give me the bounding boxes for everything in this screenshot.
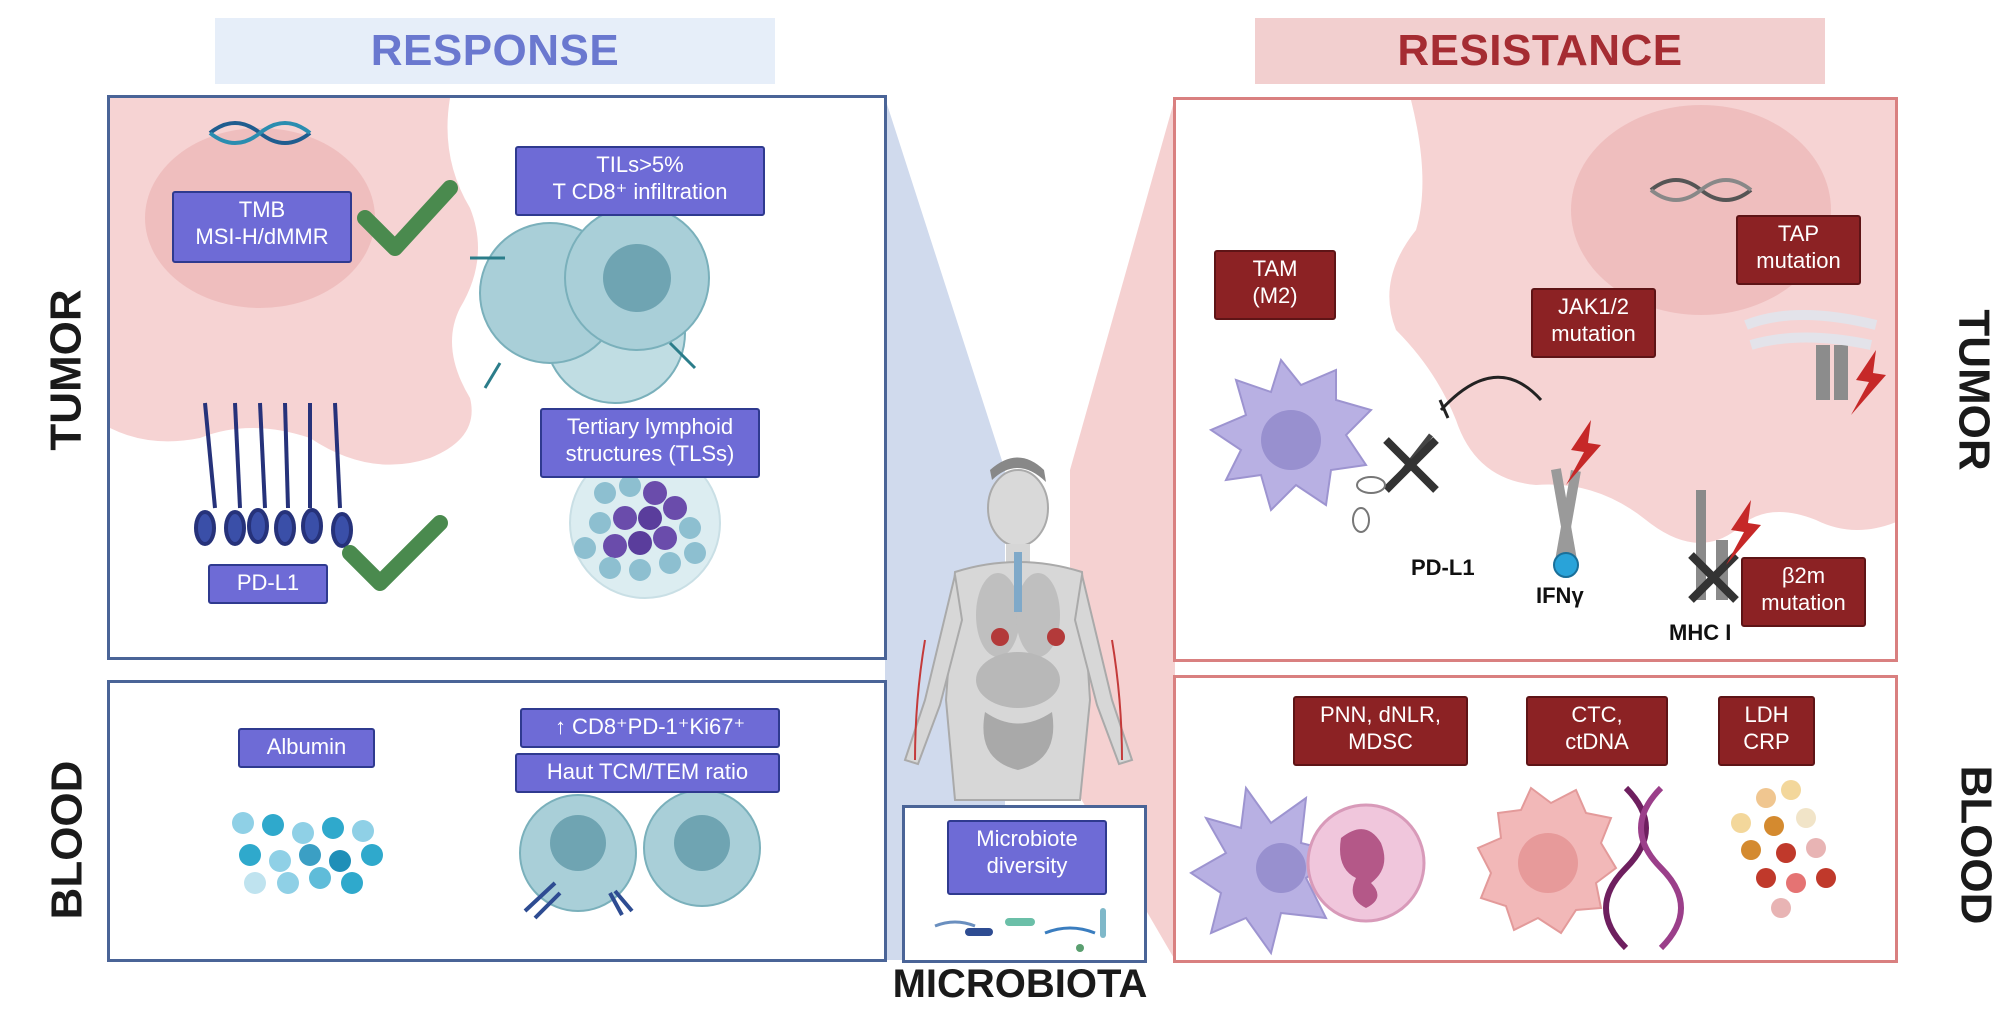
b2m-mutation-label: mutation xyxy=(1761,590,1846,615)
resistance-biomarkers-header: RESISTANCE BIOMARKERS xyxy=(1255,18,1825,141)
receptor-icon xyxy=(1352,310,1878,603)
response-blood-panel: Albumin ↑ CD8⁺PD-1⁺Ki67⁺ Haut TCM/TEM ra… xyxy=(107,680,887,962)
dna-icon xyxy=(1603,785,1684,951)
bacteria-icon xyxy=(934,908,1106,952)
tcm-tem-ratio-tag: Haut TCM/TEM ratio xyxy=(515,753,780,793)
lightning-icon xyxy=(1566,420,1601,485)
m2-label: (M2) xyxy=(1252,283,1298,308)
resistance-blood-panel: PNN, dNLR, MDSC CTC, ctDNA LDH CRP xyxy=(1173,675,1898,963)
tmb-label: TMB xyxy=(238,197,286,222)
microbiote-diversity-tag: Microbiote diversity xyxy=(947,820,1107,895)
checkmark-icon xyxy=(357,180,458,256)
jak-mutation-label: mutation xyxy=(1551,321,1636,346)
dna-icon xyxy=(1649,178,1753,202)
tap-label: TAP xyxy=(1777,221,1820,246)
albumin-tag: Albumin xyxy=(238,728,375,768)
lightning-icon xyxy=(1851,350,1886,415)
ifn-gamma-label: IFNγ xyxy=(1536,583,1584,608)
macrophage-icon xyxy=(1208,357,1373,512)
pnn-dnlr-mdsc-tag: PNN, dNLR, MDSC xyxy=(1293,696,1468,766)
mhc-i-label: MHC I xyxy=(1669,620,1732,645)
msi-label: MSI-H/dMMR xyxy=(195,224,329,249)
microbiote-label: Microbiote xyxy=(976,826,1078,851)
ldh-crp-tag: LDH CRP xyxy=(1718,696,1815,766)
blood-cells-icon xyxy=(1731,780,1836,918)
ldh-label: LDH xyxy=(1744,702,1789,727)
ctc-label: CTC, xyxy=(1571,702,1623,727)
microbiota-panel: Microbiote diversity xyxy=(902,805,1147,963)
resistance-connector xyxy=(1070,98,1175,960)
left-blood-label: BLOOD xyxy=(42,760,92,920)
jak-label: JAK1/2 xyxy=(1558,294,1629,319)
pd-l1-receptor-icons xyxy=(194,402,353,548)
cd8-infiltration-label: T CD8⁺ infiltration xyxy=(552,179,728,204)
pd-l1-tag: PD-L1 xyxy=(208,564,328,604)
lightning-icon xyxy=(1726,500,1761,565)
resistance-blood-art xyxy=(1189,780,1836,956)
right-blood-label: BLOOD xyxy=(1951,765,2000,925)
t-cell-icon xyxy=(519,789,761,920)
circulating-tumor-cell-icon xyxy=(1476,786,1618,935)
tap-mutation-tag: TAP mutation xyxy=(1736,215,1861,285)
human-body-icon xyxy=(903,457,1134,801)
pd-l1-receptor-label: PD-L1 xyxy=(1411,555,1475,580)
cd8-pd1-ki67-tag: ↑ CD8⁺PD-1⁺Ki67⁺ xyxy=(520,708,780,748)
b2m-label: β2m xyxy=(1781,563,1826,588)
jak-mutation-tag: JAK1/2 mutation xyxy=(1531,288,1656,358)
ctdna-label: ctDNA xyxy=(1565,729,1629,754)
diversity-label: diversity xyxy=(986,853,1068,878)
b2m-mutation-tag: β2m mutation xyxy=(1741,557,1866,627)
tils-tag: TILs>5% T CD8⁺ infiltration xyxy=(515,146,765,216)
tls-label-line1: Tertiary lymphoid xyxy=(566,414,734,439)
tils-label: TILs>5% xyxy=(596,152,684,177)
tam-label: TAM xyxy=(1252,256,1298,281)
response-tumor-panel: TMB MSI-H/dMMR TILs>5% T CD8⁺ infiltrati… xyxy=(107,95,887,660)
mdsc-label: MDSC xyxy=(1348,729,1413,754)
tls-label-line2: structures (TLSs) xyxy=(565,441,735,466)
dna-icon xyxy=(208,121,312,145)
macrophage-icon xyxy=(1189,785,1344,956)
right-tumor-label: TUMOR xyxy=(1949,309,1999,471)
neutrophil-icon xyxy=(1306,803,1426,923)
left-tumor-label: TUMOR xyxy=(41,289,91,451)
albumin-particles-icon xyxy=(232,812,383,894)
response-blood-art xyxy=(232,789,761,920)
lymphoid-structure-icon xyxy=(569,447,721,599)
pnn-label: PNN, dNLR, xyxy=(1319,702,1442,727)
tmb-tag: TMB MSI-H/dMMR xyxy=(172,191,352,263)
resistance-tumor-panel: TAM (M2) JAK1/2 mutation TAP mutation β2… xyxy=(1173,97,1898,662)
crp-label: CRP xyxy=(1743,729,1790,754)
t-cell-icon xyxy=(470,205,710,404)
tap-mutation-label: mutation xyxy=(1756,248,1841,273)
checkmark-icon xyxy=(342,515,448,591)
tls-tag: Tertiary lymphoid structures (TLSs) xyxy=(540,408,760,478)
ctc-ctdna-tag: CTC, ctDNA xyxy=(1526,696,1668,766)
microbiota-label: MICROBIOTA xyxy=(892,962,1148,1006)
response-tumor-art xyxy=(110,98,721,599)
tam-tag: TAM (M2) xyxy=(1214,250,1336,320)
response-biomarkers-header: RESPONSE BIOMARKERS xyxy=(215,18,775,141)
